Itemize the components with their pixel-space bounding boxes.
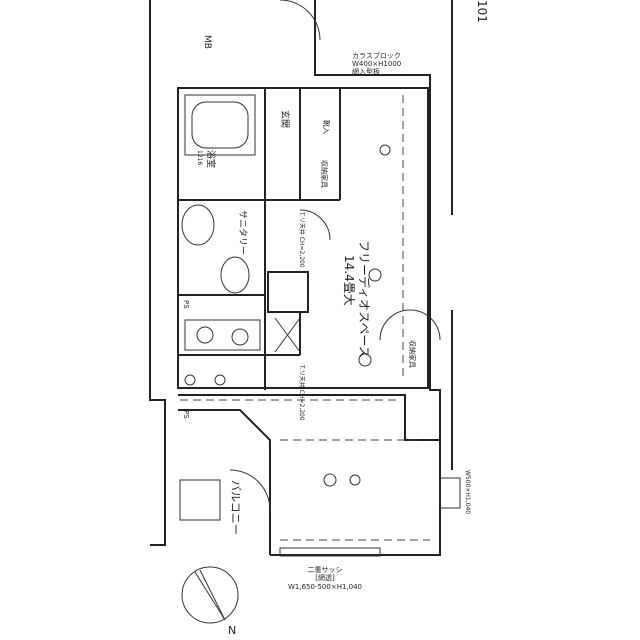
double-sash-size: W1,650-500×H1,040	[288, 583, 362, 591]
ps-label-2: PS	[182, 410, 190, 419]
shoes-label: 靴入	[322, 120, 331, 134]
glass-block-note: 網入型板	[352, 67, 380, 76]
double-sash-label: 二重サッシ	[308, 566, 343, 574]
storage-label-1: 収納家具	[320, 160, 329, 188]
ceiling-label-2: T.リ天井 CH=2,200	[298, 364, 306, 421]
walls	[149, 0, 453, 556]
sanitary-label: サニタリー	[237, 210, 248, 255]
glass-block-label: カラスブロック	[352, 51, 401, 60]
unit-number: 101	[475, 0, 489, 23]
ps-label-1: PS	[182, 300, 190, 309]
fixtures	[179, 0, 461, 557]
entrance-label: 玄関	[279, 110, 291, 128]
storage-label-2: 収納家具	[408, 340, 417, 368]
free-space-label: フリーディオスペース	[357, 240, 372, 358]
north-label: N	[228, 624, 236, 637]
free-space-size: 14.4畳大	[342, 255, 356, 306]
double-sash-note: [網透]	[315, 573, 335, 582]
mb-label: MB	[202, 35, 212, 49]
side-window-size: W500×H1,040	[464, 470, 471, 514]
bath-size: 1216	[196, 150, 203, 165]
north-compass: N	[181, 566, 239, 637]
balcony-label: バルコニー	[229, 480, 242, 535]
ceiling-label-1: T.リ天井 CH=2,200	[298, 211, 306, 268]
room-labels: MB カラスブロック W400×H1000 網入型板 玄関 靴入 浴室 1216…	[182, 0, 489, 591]
glass-block-size: W400×H1000	[352, 60, 401, 68]
bath-label: 浴室	[205, 150, 217, 168]
